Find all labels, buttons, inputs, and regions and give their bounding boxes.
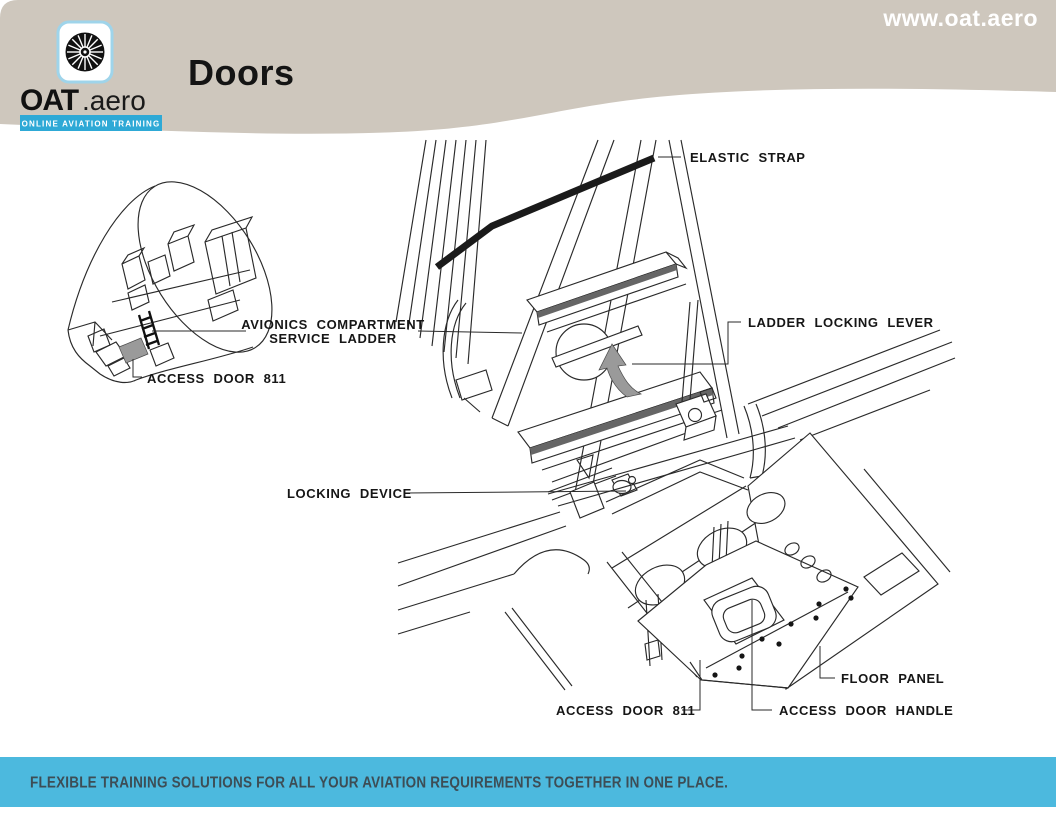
tagline-banner [20, 115, 162, 131]
label-ladder-locking-lever: LADDER LOCKING LEVER [748, 315, 934, 330]
rivet-dots [712, 586, 854, 678]
footer-bar: FLEXIBLE TRAINING SOLUTIONS FOR ALL YOUR… [0, 757, 1056, 807]
footer-tagline: FLEXIBLE TRAINING SOLUTIONS FOR ALL YOUR… [30, 773, 729, 791]
header-band [0, 0, 1056, 134]
leader-lines [132, 156, 835, 711]
page-title: Doors [188, 52, 295, 93]
label-access-door-handle: ACCESS DOOR HANDLE [779, 703, 953, 718]
label-avionics-compartment: AVIONICS COMPARTMENT [241, 317, 425, 332]
inset-service-ladder [137, 310, 161, 350]
label-service-ladder: SERVICE LADDER [269, 331, 397, 346]
oat-aero-logo: OAT .aero ONLINE AVIATION TRAINING [20, 20, 162, 131]
floor-structure [397, 329, 956, 691]
website-link[interactable]: www.oat.aero [883, 5, 1038, 31]
label-access-door-811-main: ACCESS DOOR 811 [556, 703, 695, 718]
ladder-locking-lever-arrow [598, 343, 643, 398]
brand-main: OAT [20, 84, 79, 117]
turbine-icon [56, 20, 114, 84]
brand-suffix: .aero [82, 85, 146, 116]
label-access-door-811-inset: ACCESS DOOR 811 [147, 371, 286, 386]
logo-tagline: ONLINE AVIATION TRAINING [22, 120, 161, 129]
ladder-illustration [395, 139, 740, 519]
access-door-handle-part [703, 577, 785, 645]
label-floor-panel: FLOOR PANEL [841, 671, 944, 686]
doors-technical-diagram: ELASTIC STRAP AVIONICS COMPARTMENT SERVI… [67, 139, 956, 718]
label-locking-device: LOCKING DEVICE [287, 486, 412, 501]
label-elastic-strap: ELASTIC STRAP [690, 150, 806, 165]
elastic-strap-part [434, 154, 656, 270]
avionics-compartment-inset [67, 181, 273, 384]
inset-access-door [118, 337, 149, 364]
